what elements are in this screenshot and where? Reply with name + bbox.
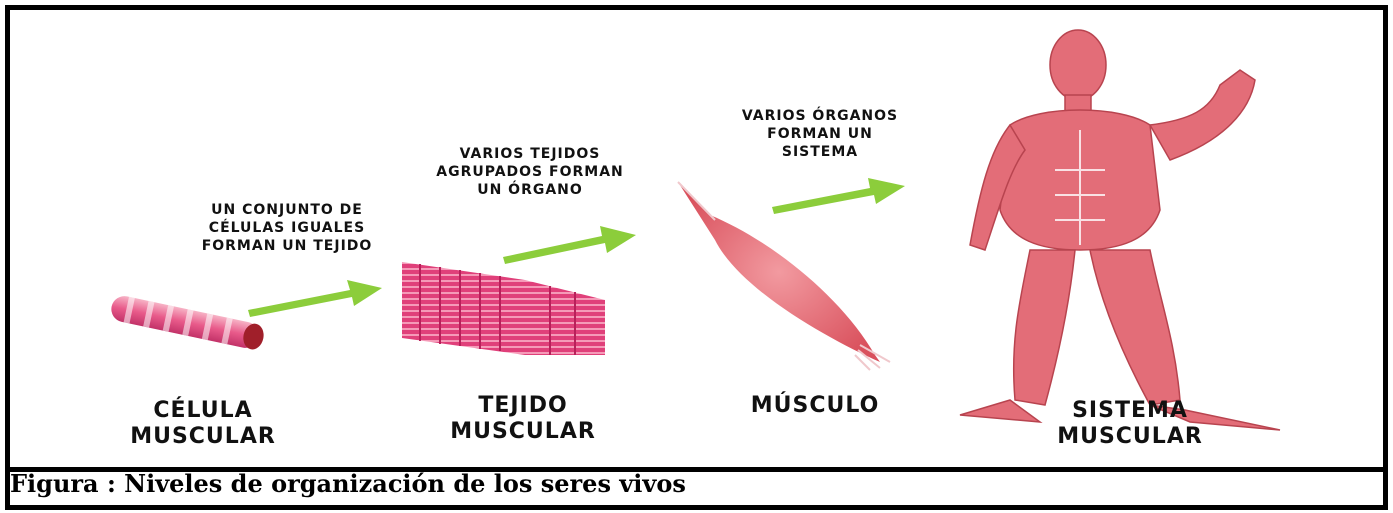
diagram-canvas xyxy=(111,29,1281,431)
figure-caption: Figura : Niveles de organización de los … xyxy=(10,469,686,498)
note-cells-form-tissue: UN CONJUNTO DE CÉLULAS IGUALES FORMAN UN… xyxy=(201,202,373,254)
arrow-cell-to-tissue xyxy=(248,280,382,317)
note-tissues-form-organ: VARIOS TEJIDOS AGRUPADOS FORMAN UN ÓRGAN… xyxy=(436,146,624,198)
label-muscular-system: SISTEMA MUSCULAR xyxy=(1057,398,1203,449)
muscle-illustration xyxy=(677,181,891,371)
muscle-cell-illustration xyxy=(111,296,264,350)
caption-divider xyxy=(10,467,1383,472)
muscular-system-illustration xyxy=(959,29,1281,431)
note-organs-form-system: VARIOS ÓRGANOS FORMAN UN SISTEMA xyxy=(741,108,899,160)
arrow-tissue-to-organ xyxy=(503,226,636,264)
figure-frame: UN CONJUNTO DE CÉLULAS IGUALES FORMAN UN… xyxy=(5,5,1388,510)
label-muscle-cell: CÉLULA MUSCULAR xyxy=(130,398,276,449)
muscle-tissue-illustration xyxy=(402,262,605,355)
label-muscle-tissue: TEJIDO MUSCULAR xyxy=(450,393,596,444)
arrow-organ-to-system xyxy=(772,178,905,214)
label-muscle: MÚSCULO xyxy=(750,393,880,418)
